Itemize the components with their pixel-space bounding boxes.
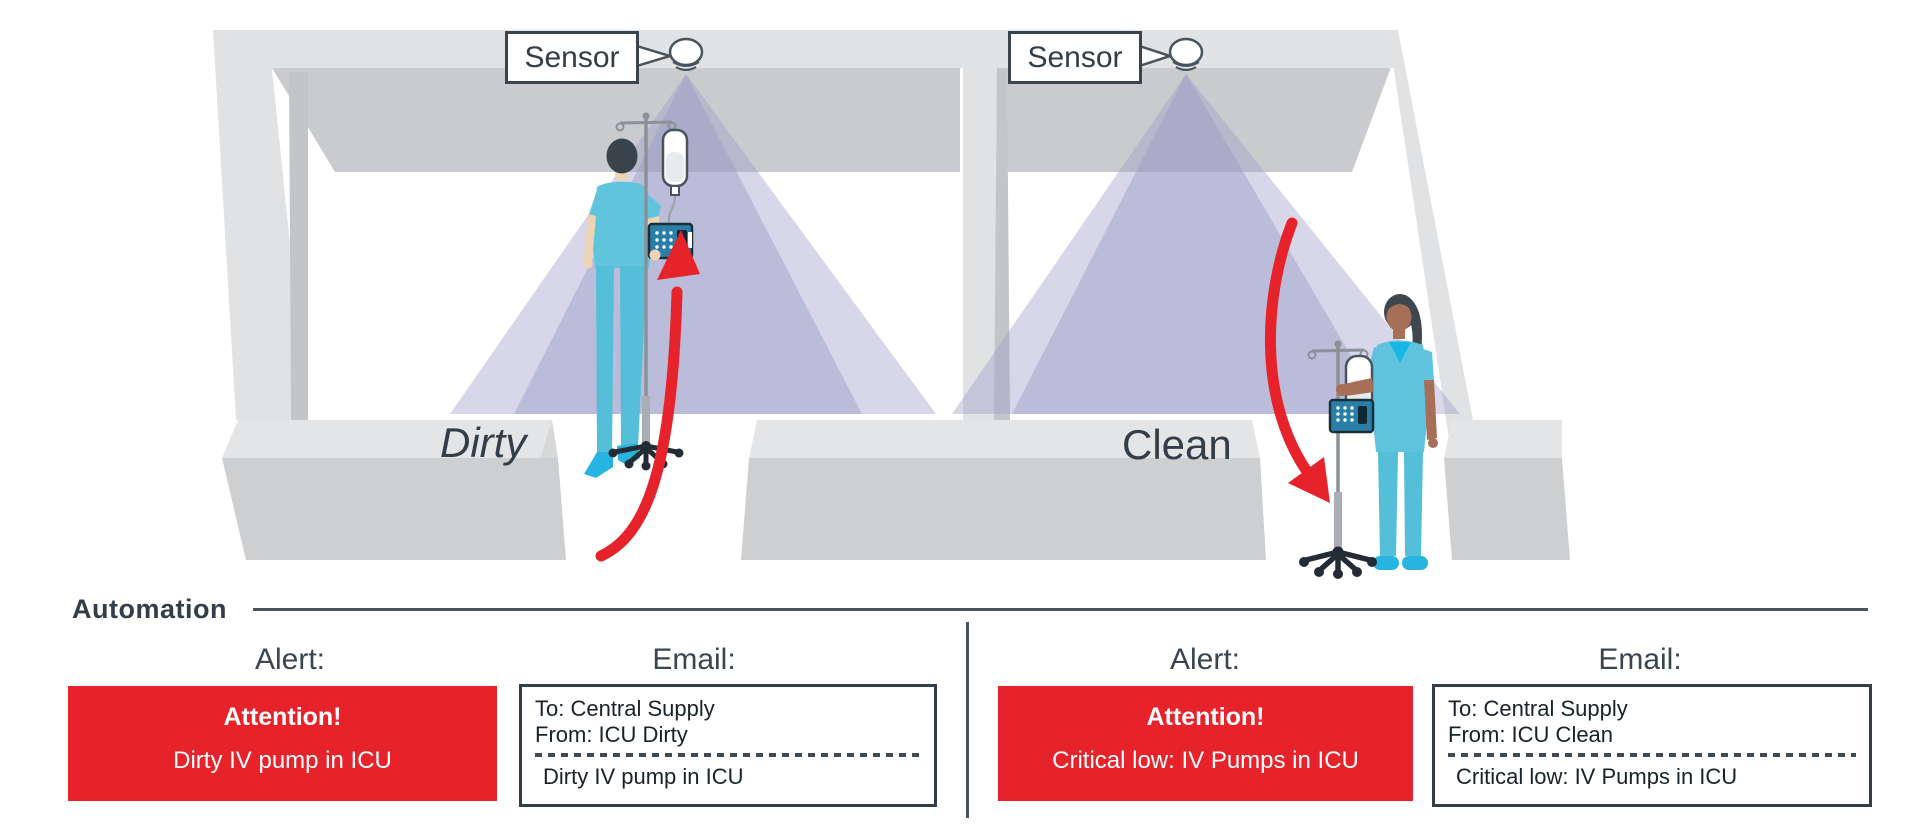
nurse-face <box>1386 302 1412 332</box>
clinician-scrub-top <box>592 181 652 268</box>
clinician-hand <box>649 249 661 261</box>
dirty-parapet-front <box>222 458 566 560</box>
email-separator <box>535 753 921 757</box>
alert-label: Alert: <box>1169 643 1241 676</box>
flow-arrows <box>595 217 1330 562</box>
iv-pump-clean-room <box>1299 340 1377 579</box>
alert-message: Dirty IV pump in ICU <box>173 747 392 774</box>
left-wall <box>213 30 308 420</box>
email-from: From: ICU Clean <box>1448 722 1614 747</box>
top-wall-band <box>215 30 1395 68</box>
left-wall-edge <box>289 72 308 420</box>
alert-title: Attention! <box>1146 703 1265 731</box>
dirty-parapet-bevel <box>540 420 558 458</box>
clean-room-label: Clean <box>1122 421 1232 468</box>
iv-pump-dirty-room <box>608 112 694 471</box>
email-label: Email: <box>1598 643 1682 676</box>
right-parapet-front <box>1444 458 1570 560</box>
email-label: Email: <box>652 643 736 676</box>
email-body: Dirty IV pump in ICU <box>543 764 744 789</box>
panel-divider-line <box>966 622 969 818</box>
automation-title: Automation <box>72 594 227 624</box>
dirty-parapet-top <box>222 420 552 458</box>
dirty-sensor-callout: Sensor <box>505 31 639 84</box>
arrow-down-head-icon <box>1288 457 1330 503</box>
alert-label: Alert: <box>254 643 326 676</box>
clinician-head <box>606 138 638 174</box>
clean-room-ceiling <box>1007 68 1390 172</box>
dirty-alert-box: Attention! Dirty IV pump in ICU <box>68 686 497 801</box>
automation-divider-line <box>253 608 1868 611</box>
email-to: To: Central Supply <box>535 696 715 721</box>
alert-message: Critical low: IV Pumps in ICU <box>1052 747 1359 774</box>
nurse-pants <box>1378 452 1398 556</box>
dirty-room-ceiling <box>272 68 960 172</box>
email-body: Critical low: IV Pumps in ICU <box>1456 764 1738 789</box>
nurse-shoe <box>1373 556 1399 570</box>
front-parapets <box>222 420 1570 560</box>
clinician-shoe <box>584 452 613 478</box>
middle-parapet-top <box>749 420 1260 458</box>
clean-email-box: To: Central Supply From: ICU Clean Criti… <box>1432 684 1872 807</box>
right-wall <box>1388 30 1478 446</box>
email-to: To: Central Supply <box>1448 696 1628 721</box>
sensor-label: Sensor <box>1027 40 1123 74</box>
clean-room-sensor-icon <box>1131 37 1204 71</box>
alert-title: Attention! <box>223 703 342 731</box>
nurse-forearm <box>1344 378 1374 396</box>
nurse-clean-room <box>1366 294 1438 570</box>
clean-alert-box: Attention! Critical low: IV Pumps in ICU <box>998 686 1413 801</box>
arrow-out-of-clean-room <box>1264 217 1312 476</box>
nurse-shoe <box>1402 556 1428 570</box>
email-separator <box>1448 753 1856 757</box>
dirty-room-label: Dirty <box>440 419 527 466</box>
clean-sensor-cone-outer <box>952 74 1460 414</box>
dirty-email-box: To: Central Supply From: ICU Dirty Dirty… <box>519 684 937 807</box>
arrow-up-head-icon <box>657 230 700 280</box>
sensor-label: Sensor <box>524 40 620 74</box>
center-pillar-edge <box>994 68 1010 420</box>
arrow-into-dirty-room <box>595 286 683 562</box>
clean-sensor-cone-inner <box>1012 74 1385 414</box>
nurse-scrub-top <box>1370 340 1430 452</box>
middle-parapet-front <box>741 458 1266 560</box>
email-from: From: ICU Dirty <box>535 722 688 747</box>
nurse-hand <box>1336 384 1348 396</box>
right-parapet-top <box>1444 420 1562 458</box>
clean-sensor-callout: Sensor <box>1008 31 1142 84</box>
clinician-pants <box>596 266 614 455</box>
